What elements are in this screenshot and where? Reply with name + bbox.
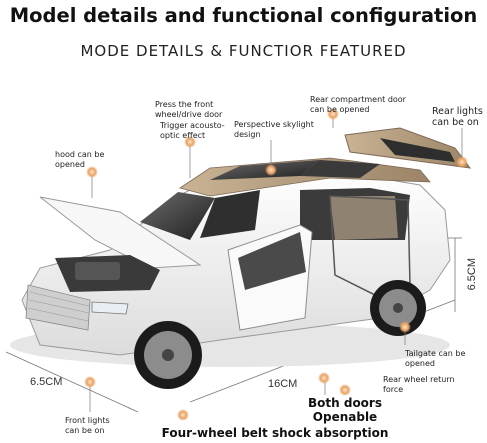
callout-dot-tailgate: [399, 321, 411, 333]
callout-rear-wheel: Rear wheel return force: [383, 375, 455, 394]
callout-trigger: Trigger acousto- optic effect: [160, 121, 225, 140]
callout-dot-skylight: [265, 164, 277, 176]
callout-dot-doors: [339, 384, 351, 396]
callout-tailgate: Tailgate can be opened: [405, 349, 466, 368]
rear-wheel: [370, 280, 426, 336]
width-line: [5, 351, 139, 413]
headlight: [91, 301, 129, 315]
windshield: [140, 192, 215, 240]
callout-dot-front-lights: [84, 376, 96, 388]
side-windows: [200, 190, 260, 238]
feature-doors: Both doors Openable: [308, 396, 382, 424]
callout-skylight: Perspective skylight design: [234, 120, 314, 139]
callout-dot-rear-compartment: [327, 108, 339, 120]
hood-open: [39, 196, 202, 269]
page-subtitle: MODE DETAILS & FUNCTIOR FEATURED: [80, 42, 407, 60]
callout-rear-lights: Rear lights can be on: [432, 106, 483, 128]
callout-dots: [84, 108, 468, 421]
callout-dot-hood: [86, 166, 98, 178]
dimension-width: 6.5CM: [30, 376, 63, 388]
callout-dot-shock: [177, 409, 189, 421]
dimension-height: 6.5CM: [466, 258, 478, 291]
callout-dot-rear-wheel: [318, 372, 330, 384]
page-title: Model details and functional configurati…: [9, 4, 478, 27]
callout-front-lights: Front lights can be on: [65, 416, 110, 435]
front-grille: [25, 284, 91, 331]
front-wheel: [134, 321, 202, 389]
callout-dot-front-door: [184, 136, 196, 148]
callout-rear-compartment: Rear compartment door can be opened: [310, 95, 406, 114]
callout-front-door: Press the front wheel/drive door: [155, 100, 223, 119]
callout-hood: hood can be opened: [55, 150, 105, 169]
callout-dot-rear-lights: [456, 156, 468, 168]
dimension-length: 16CM: [268, 378, 298, 390]
feature-shock: Four-wheel belt shock absorption: [161, 426, 389, 440]
